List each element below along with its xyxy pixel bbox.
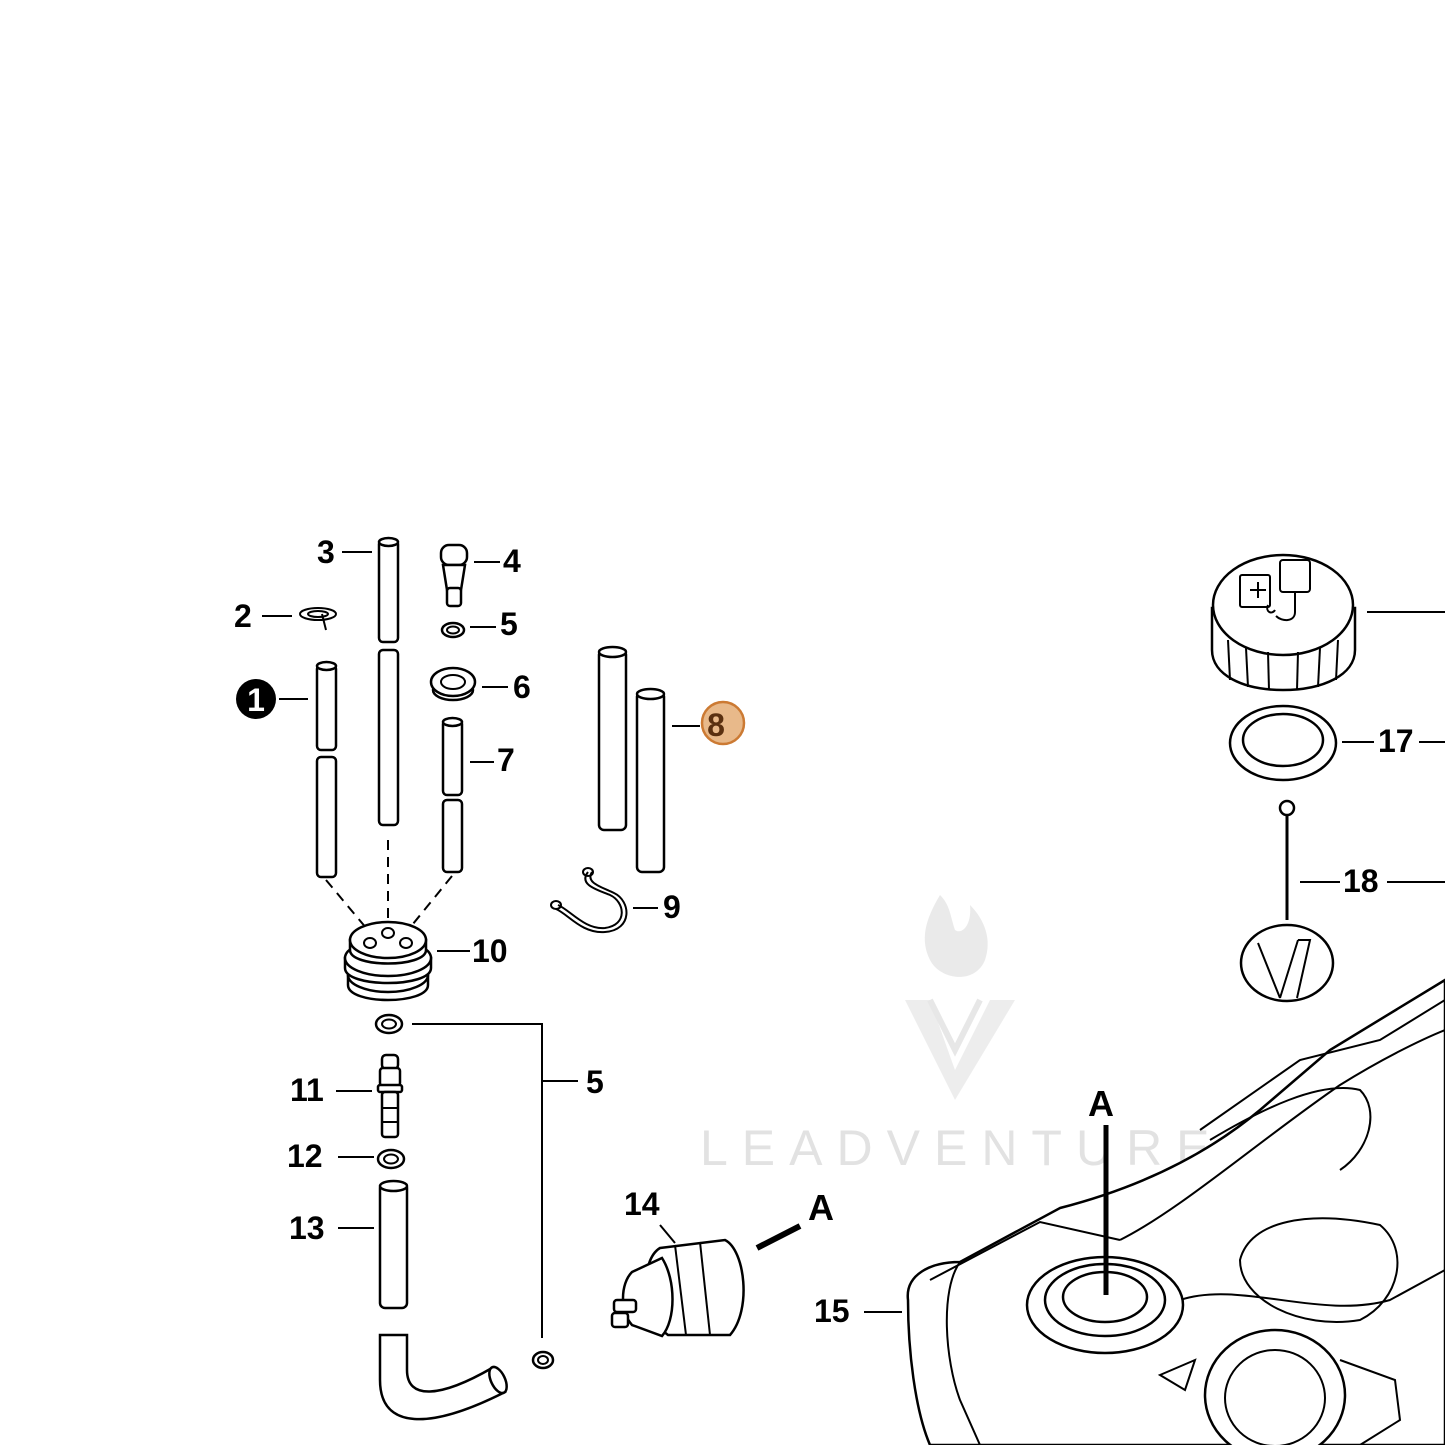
part-12-o-ring [376, 1148, 406, 1170]
callout-6: 6 [513, 669, 531, 705]
callout-8-highlight [700, 700, 746, 746]
fuel-pump-icon [1239, 559, 1311, 622]
callout-13: 13 [289, 1210, 325, 1246]
part-9-wire-clip [550, 867, 628, 934]
watermark-text: LEADVENTURE [700, 1120, 1224, 1176]
part-4-vent-valve [439, 543, 469, 608]
part-5-o-ring-lower [374, 1013, 555, 1370]
reference-letter-a-filter: A [808, 1187, 834, 1228]
part-7-fuel-hose [441, 716, 464, 874]
callout-11: 11 [290, 1072, 324, 1108]
callout-1-badge [236, 679, 276, 719]
part-16-fuel-cap [1210, 553, 1357, 692]
callout-7: 7 [497, 742, 515, 778]
part-1-fuel-hose [315, 660, 338, 879]
callout-18: 18 [1343, 863, 1379, 899]
callout-8: 8 [707, 707, 725, 743]
part-6-grommet [429, 666, 477, 702]
callout-1: 1 [247, 682, 265, 718]
callout-15: 15 [814, 1293, 850, 1329]
part-11-hose-fitting [376, 1053, 404, 1139]
part-2-hose-clip [299, 607, 337, 631]
part-8-fuel-hoses [597, 645, 666, 874]
callout-3: 3 [317, 534, 335, 570]
callout-9: 9 [663, 889, 681, 925]
callout-12: 12 [287, 1138, 323, 1174]
callout-17: 17 [1378, 723, 1414, 759]
part-10-tank-grommet [343, 920, 433, 1002]
callout-5-upper: 5 [500, 606, 518, 642]
callout-4: 4 [503, 543, 521, 579]
callout-5-lower: 5 [586, 1064, 604, 1100]
part-14-fuel-filter [610, 1238, 745, 1338]
filter-reference-line [755, 1223, 802, 1251]
part-5-o-ring-upper [440, 621, 466, 639]
callout-14: 14 [624, 1186, 660, 1222]
assembly-guide-lines [325, 840, 453, 936]
reference-letter-a-tank: A [1088, 1083, 1114, 1124]
callout-2: 2 [234, 598, 252, 634]
part-17-cap-gasket [1228, 704, 1338, 782]
callout-10: 10 [472, 933, 508, 969]
part-15-fuel-tank [906, 978, 1445, 1445]
part-18-cap-tether [1239, 799, 1335, 1003]
part-13-fuel-return-hose [378, 1179, 508, 1421]
watermark-logo [905, 895, 1015, 1100]
part-3-fuel-hose [377, 536, 400, 827]
